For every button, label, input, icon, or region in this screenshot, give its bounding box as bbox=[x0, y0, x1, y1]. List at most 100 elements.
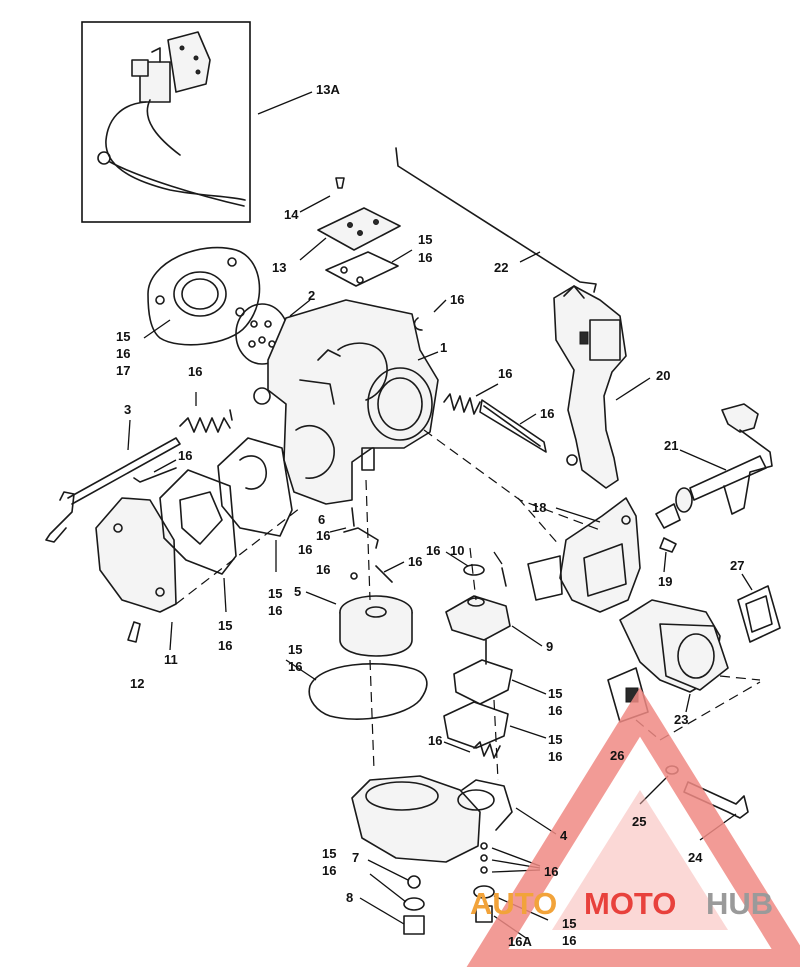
leader-10 bbox=[493, 551, 503, 565]
callout-15: 15 bbox=[268, 586, 282, 601]
leader-27 bbox=[741, 573, 753, 591]
watermark-auto: AUTO bbox=[470, 886, 557, 921]
callout-16: 16 bbox=[562, 933, 576, 948]
callout-15: 15 bbox=[548, 732, 562, 747]
float-pin bbox=[343, 527, 379, 549]
callout-12: 12 bbox=[130, 676, 144, 691]
leader-15-16-bowl bbox=[285, 659, 317, 681]
inset-choke-solenoid bbox=[81, 21, 251, 223]
leader-13 bbox=[299, 237, 327, 261]
pump-diaphragm bbox=[217, 437, 293, 537]
pump-cover-9 bbox=[445, 595, 511, 641]
leader-16-clip bbox=[433, 299, 447, 313]
callout-16: 16 bbox=[268, 603, 282, 618]
callout-16: 16 bbox=[450, 292, 464, 307]
pump-gasket-lower bbox=[443, 701, 509, 749]
callout-10: 10 bbox=[450, 543, 464, 558]
callout-25: 25 bbox=[632, 814, 646, 829]
leader-8 bbox=[359, 897, 405, 925]
gasket-27 bbox=[737, 585, 781, 643]
leader-6 bbox=[329, 527, 347, 533]
leader-3 bbox=[127, 419, 131, 451]
callout-16-washer: 16 bbox=[426, 543, 440, 558]
pump-spring bbox=[473, 741, 501, 759]
callout-16: 16 bbox=[116, 346, 130, 361]
fuel-pump-cover-11 bbox=[95, 497, 177, 613]
callout-8: 8 bbox=[346, 890, 353, 905]
callout-5: 5 bbox=[294, 584, 301, 599]
pin-16-small bbox=[375, 565, 393, 583]
leader-7 bbox=[367, 859, 409, 881]
leader-2 bbox=[289, 299, 311, 317]
leader-16-pump-spring bbox=[443, 741, 471, 753]
watermark-text: AUTO MOTO HUB bbox=[470, 886, 773, 921]
leader-20 bbox=[615, 377, 651, 401]
carburetor-body bbox=[253, 299, 439, 505]
callout-16: 16 bbox=[316, 562, 330, 577]
washer-10 bbox=[463, 564, 485, 576]
leader-23 bbox=[685, 693, 691, 713]
mixture-screw bbox=[443, 393, 547, 453]
callout-16: 16 bbox=[544, 864, 558, 879]
leader-18 bbox=[555, 507, 601, 523]
callout-9: 9 bbox=[546, 639, 553, 654]
leader-16-screw bbox=[519, 413, 537, 425]
leader-11 bbox=[169, 621, 173, 651]
callout-24: 24 bbox=[688, 850, 703, 865]
callout-16: 16 bbox=[498, 366, 512, 381]
callout-17: 17 bbox=[116, 363, 130, 378]
cover-screw-12 bbox=[127, 621, 141, 643]
screw-10 bbox=[501, 567, 507, 587]
leader-16-spring-right bbox=[475, 383, 499, 397]
throttle-shaft bbox=[45, 409, 233, 543]
leader-22 bbox=[519, 251, 541, 263]
callout-16: 16 bbox=[316, 528, 330, 543]
callout-3: 3 bbox=[124, 402, 131, 417]
callout-16: 16 bbox=[288, 659, 302, 674]
screw-19 bbox=[659, 537, 677, 553]
callout-13: 13 bbox=[272, 260, 286, 275]
callout-1: 1 bbox=[440, 340, 447, 355]
e-clip bbox=[413, 317, 423, 331]
callout-13a: 13A bbox=[316, 82, 340, 97]
callout-15: 15 bbox=[322, 846, 336, 861]
callout-4: 4 bbox=[560, 828, 568, 843]
leader-15-16-top bbox=[391, 249, 413, 263]
leader-21 bbox=[679, 449, 727, 471]
callout-22: 22 bbox=[494, 260, 508, 275]
watermark-hub: HUB bbox=[706, 886, 773, 921]
callout-15: 15 bbox=[116, 329, 130, 344]
callout-14: 14 bbox=[284, 207, 299, 222]
leader-15-16-pump bbox=[223, 577, 227, 613]
callout-16: 16 bbox=[540, 406, 554, 421]
callout-16: 16 bbox=[322, 863, 336, 878]
callout-19: 19 bbox=[658, 574, 672, 589]
throttle-lever-21 bbox=[655, 403, 773, 529]
callout-16: 16 bbox=[428, 733, 442, 748]
leader-13a bbox=[257, 91, 313, 115]
callout-16a: 16A bbox=[508, 934, 532, 949]
bowl-gasket bbox=[308, 663, 428, 720]
callout-16: 16 bbox=[298, 542, 312, 557]
leader-15-16-drain bbox=[369, 873, 407, 903]
silencer-23 bbox=[619, 599, 729, 693]
callout-6: 6 bbox=[318, 512, 325, 527]
throttle-arm-20 bbox=[553, 285, 627, 489]
leader-5 bbox=[305, 591, 337, 605]
callout-26: 26 bbox=[610, 748, 624, 763]
leader-19 bbox=[663, 551, 667, 573]
watermark-logo bbox=[466, 687, 800, 967]
leader-16-small-screw bbox=[153, 459, 177, 473]
pin-6 bbox=[351, 507, 355, 527]
callout-16: 16 bbox=[178, 448, 192, 463]
drain-plug-group bbox=[403, 842, 495, 935]
float-bowl-4 bbox=[351, 775, 513, 863]
callout-labels: 13A 14 13 15 16 22 2 16 15 16 17 1 16 3 … bbox=[116, 82, 744, 949]
callout-2: 2 bbox=[308, 288, 315, 303]
callout-15: 15 bbox=[562, 916, 576, 931]
callout-7: 7 bbox=[352, 850, 359, 865]
cover-plate-group bbox=[317, 177, 401, 287]
callout-15: 15 bbox=[288, 642, 302, 657]
watermark-moto: MOTO bbox=[584, 886, 676, 921]
leader-15-16-pump-lower bbox=[509, 725, 547, 739]
